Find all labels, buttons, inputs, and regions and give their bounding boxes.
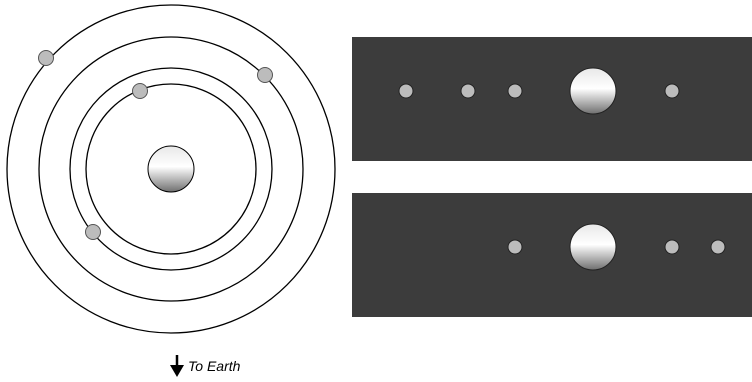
view-bottom <box>352 193 752 317</box>
view-top-panel <box>352 37 752 161</box>
down-arrow-icon <box>170 355 184 377</box>
view-bottom-moon <box>711 240 725 254</box>
view-top-moon <box>399 84 413 98</box>
view-bottom-moon <box>665 240 679 254</box>
moon-3 <box>258 68 273 83</box>
view-bottom-moon <box>508 240 522 254</box>
moon-1 <box>133 84 148 99</box>
to-earth-caption: To Earth <box>170 355 240 377</box>
view-top-planet <box>570 68 616 114</box>
view-top-moon <box>461 84 475 98</box>
view-top-moon <box>665 84 679 98</box>
to-earth-label: To Earth <box>188 358 240 374</box>
planet <box>148 146 194 192</box>
moon-2 <box>86 225 101 240</box>
moon-4 <box>39 51 54 66</box>
view-top-moon <box>508 84 522 98</box>
view-top <box>352 37 752 161</box>
view-bottom-panel <box>352 193 752 317</box>
orbit-view <box>7 5 335 333</box>
view-bottom-planet <box>570 224 616 270</box>
